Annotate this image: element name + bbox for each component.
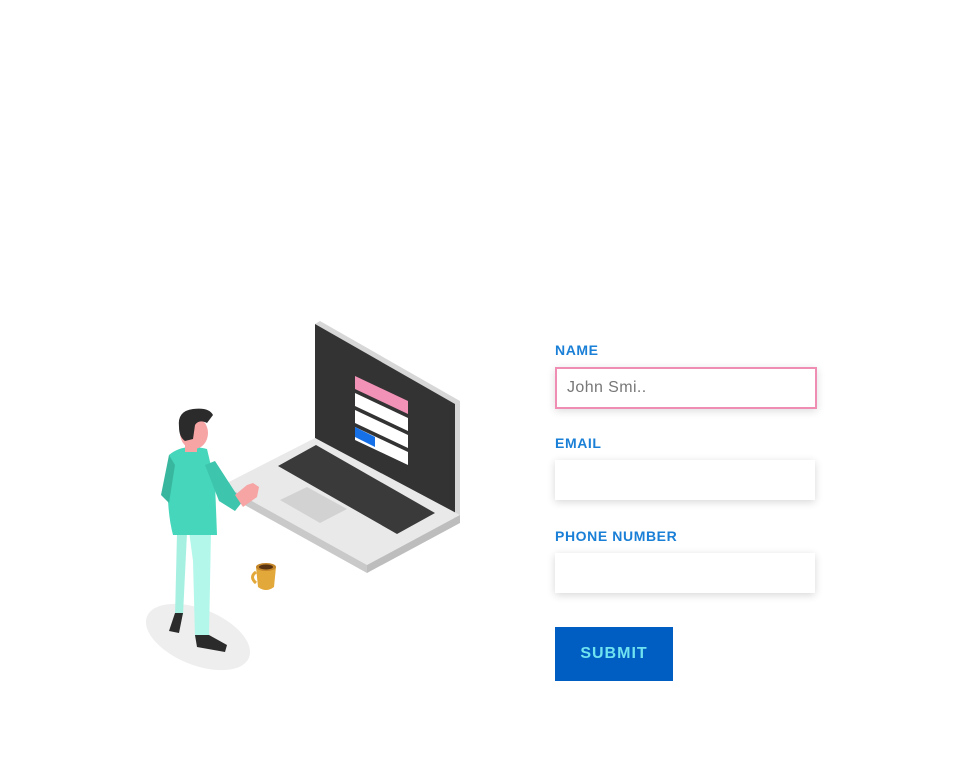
keyboard [278, 445, 435, 534]
screen-bar-blue [355, 427, 375, 447]
laptop-base [223, 438, 460, 573]
phone-number-input[interactable] [555, 553, 815, 593]
trackpad [280, 487, 347, 523]
laptop-screen [315, 321, 460, 518]
name-label: NAME [555, 342, 599, 358]
screen-bar-white [355, 393, 408, 431]
screen-bar-white [355, 410, 408, 448]
email-label: EMAIL [555, 435, 602, 451]
email-input[interactable] [555, 460, 815, 500]
phone-number-label: PHONE NUMBER [555, 528, 678, 544]
coffee-cup-icon [251, 563, 276, 590]
person-with-laptop-illustration [135, 315, 475, 680]
submit-button[interactable]: SUBMIT [555, 627, 673, 681]
illustration-svg [145, 321, 460, 671]
person-figure [161, 408, 259, 652]
screen-bar-pink [355, 376, 408, 414]
name-input[interactable] [555, 367, 817, 409]
contact-form: NAME EMAIL PHONE NUMBER SUBMIT [555, 342, 817, 681]
